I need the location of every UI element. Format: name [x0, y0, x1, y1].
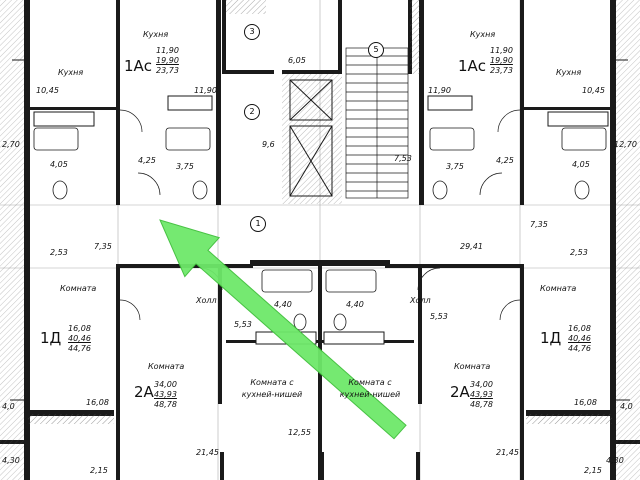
- room-label-room-bl: Комната: [148, 362, 185, 371]
- area-253-left: 2,53: [50, 248, 68, 257]
- apartment-value-1: 16,08: [68, 324, 91, 333]
- area-735-left: 7,35: [94, 242, 112, 251]
- area-40-left: 4,0: [2, 402, 15, 411]
- room-label-studio-left-1: Комната с: [250, 378, 294, 387]
- area-425-left: 4,25: [138, 156, 156, 165]
- staircase: [345, 47, 409, 199]
- apartment-value-1: 34,00: [470, 380, 493, 389]
- area-253-right: 2,53: [570, 248, 588, 257]
- room-label-room-br: Комната: [454, 362, 491, 371]
- bathrooms: [33, 127, 607, 331]
- area-270-right: 12,70: [614, 140, 637, 149]
- area-430-right: 4,30: [606, 456, 624, 465]
- area-375-right: 3,75: [446, 162, 464, 171]
- area-270-left: 2,70: [2, 140, 20, 149]
- marker-5: 5: [368, 42, 384, 58]
- apartment-value-2: 19,90: [490, 56, 513, 65]
- room-label-kitchen-tr2: Кухня: [556, 68, 582, 77]
- apartment-value-3: 44,76: [68, 344, 91, 353]
- room-label-hall-right: Холл: [410, 296, 431, 305]
- apartment-value-2: 40,46: [568, 334, 591, 343]
- apartment-code: 2А: [450, 383, 470, 401]
- marker-3: 3: [244, 24, 260, 40]
- area-2941: 29,41: [460, 242, 483, 251]
- apartment-value-2: 43,93: [154, 390, 177, 399]
- apartment-code: 1Д: [540, 329, 562, 347]
- apartment-value-2: 19,90: [156, 56, 179, 65]
- apartment-code: 1Д: [40, 329, 62, 347]
- apartment-value-2: 43,93: [470, 390, 493, 399]
- room-label-room-right: Комната: [540, 284, 577, 293]
- room-label-studio-left-2: кухней-нишей: [241, 390, 303, 399]
- area-735-right: 7,35: [530, 220, 548, 229]
- apartment-value-3: 23,73: [156, 66, 179, 75]
- apartment-code: 1Ас: [458, 57, 487, 75]
- area-553-right: 5,53: [430, 312, 448, 321]
- apartment-value-3: 23,73: [490, 66, 513, 75]
- room-label-hall-left: Холл: [196, 296, 217, 305]
- room-label-kitchen-tr: Кухня: [470, 30, 496, 39]
- area-440-left: 4,40: [274, 300, 292, 309]
- apartment-value-3: 48,78: [470, 400, 493, 409]
- area-440-right: 4,40: [346, 300, 364, 309]
- area-553-left: 5,53: [234, 320, 252, 329]
- area-215-left: 2,15: [90, 466, 108, 475]
- apartment-value-1: 11,90: [156, 46, 179, 55]
- area-605: 6,05: [288, 56, 306, 65]
- highlight-arrow: [159, 219, 407, 440]
- area-1608-left: 16,08: [86, 398, 109, 407]
- area-40-right: 4,0: [620, 402, 633, 411]
- area-1608-right: 16,08: [574, 398, 597, 407]
- area-1045-left: 10,45: [36, 86, 59, 95]
- room-label-room-left: Комната: [60, 284, 97, 293]
- area-375-left: 3,75: [176, 162, 194, 171]
- area-753: 7,53: [394, 154, 412, 163]
- apartment-value-1: 34,00: [154, 380, 177, 389]
- apartment-value-2: 40,46: [68, 334, 91, 343]
- room-label-kitchen-tl2: Кухня: [58, 68, 84, 77]
- area-2145-right: 21,45: [496, 448, 519, 457]
- area-215-right: 2,15: [584, 466, 602, 475]
- area-2145-left: 21,45: [196, 448, 219, 457]
- area-430-left: 4,30: [2, 456, 20, 465]
- area-1045-right: 10,45: [582, 86, 605, 95]
- apartment-value-1: 16,08: [568, 324, 591, 333]
- area-405-left: 4,05: [50, 160, 68, 169]
- area-96: 9,6: [262, 140, 275, 149]
- area-1190-right: 11,90: [428, 86, 451, 95]
- marker-2: 2: [244, 104, 260, 120]
- area-1190-left: 11,90: [194, 86, 217, 95]
- area-425-right: 4,25: [496, 156, 514, 165]
- area-1255: 12,55: [288, 428, 311, 437]
- window-marks: [10, 59, 630, 401]
- apartment-value-1: 11,90: [490, 46, 513, 55]
- apartment-value-3: 48,78: [154, 400, 177, 409]
- room-label-studio-right-2: кухней-нишей: [339, 390, 401, 399]
- apartment-code: 1Ас: [124, 57, 153, 75]
- apartment-code: 2А: [134, 383, 154, 401]
- door-swings: [119, 109, 521, 321]
- room-label-kitchen-tl: Кухня: [143, 30, 169, 39]
- apartment-value-3: 44,76: [568, 344, 591, 353]
- marker-1: 1: [250, 216, 266, 232]
- area-405-right: 4,05: [572, 160, 590, 169]
- elevator-shafts: [289, 79, 333, 197]
- room-label-studio-right-1: Комната с: [348, 378, 392, 387]
